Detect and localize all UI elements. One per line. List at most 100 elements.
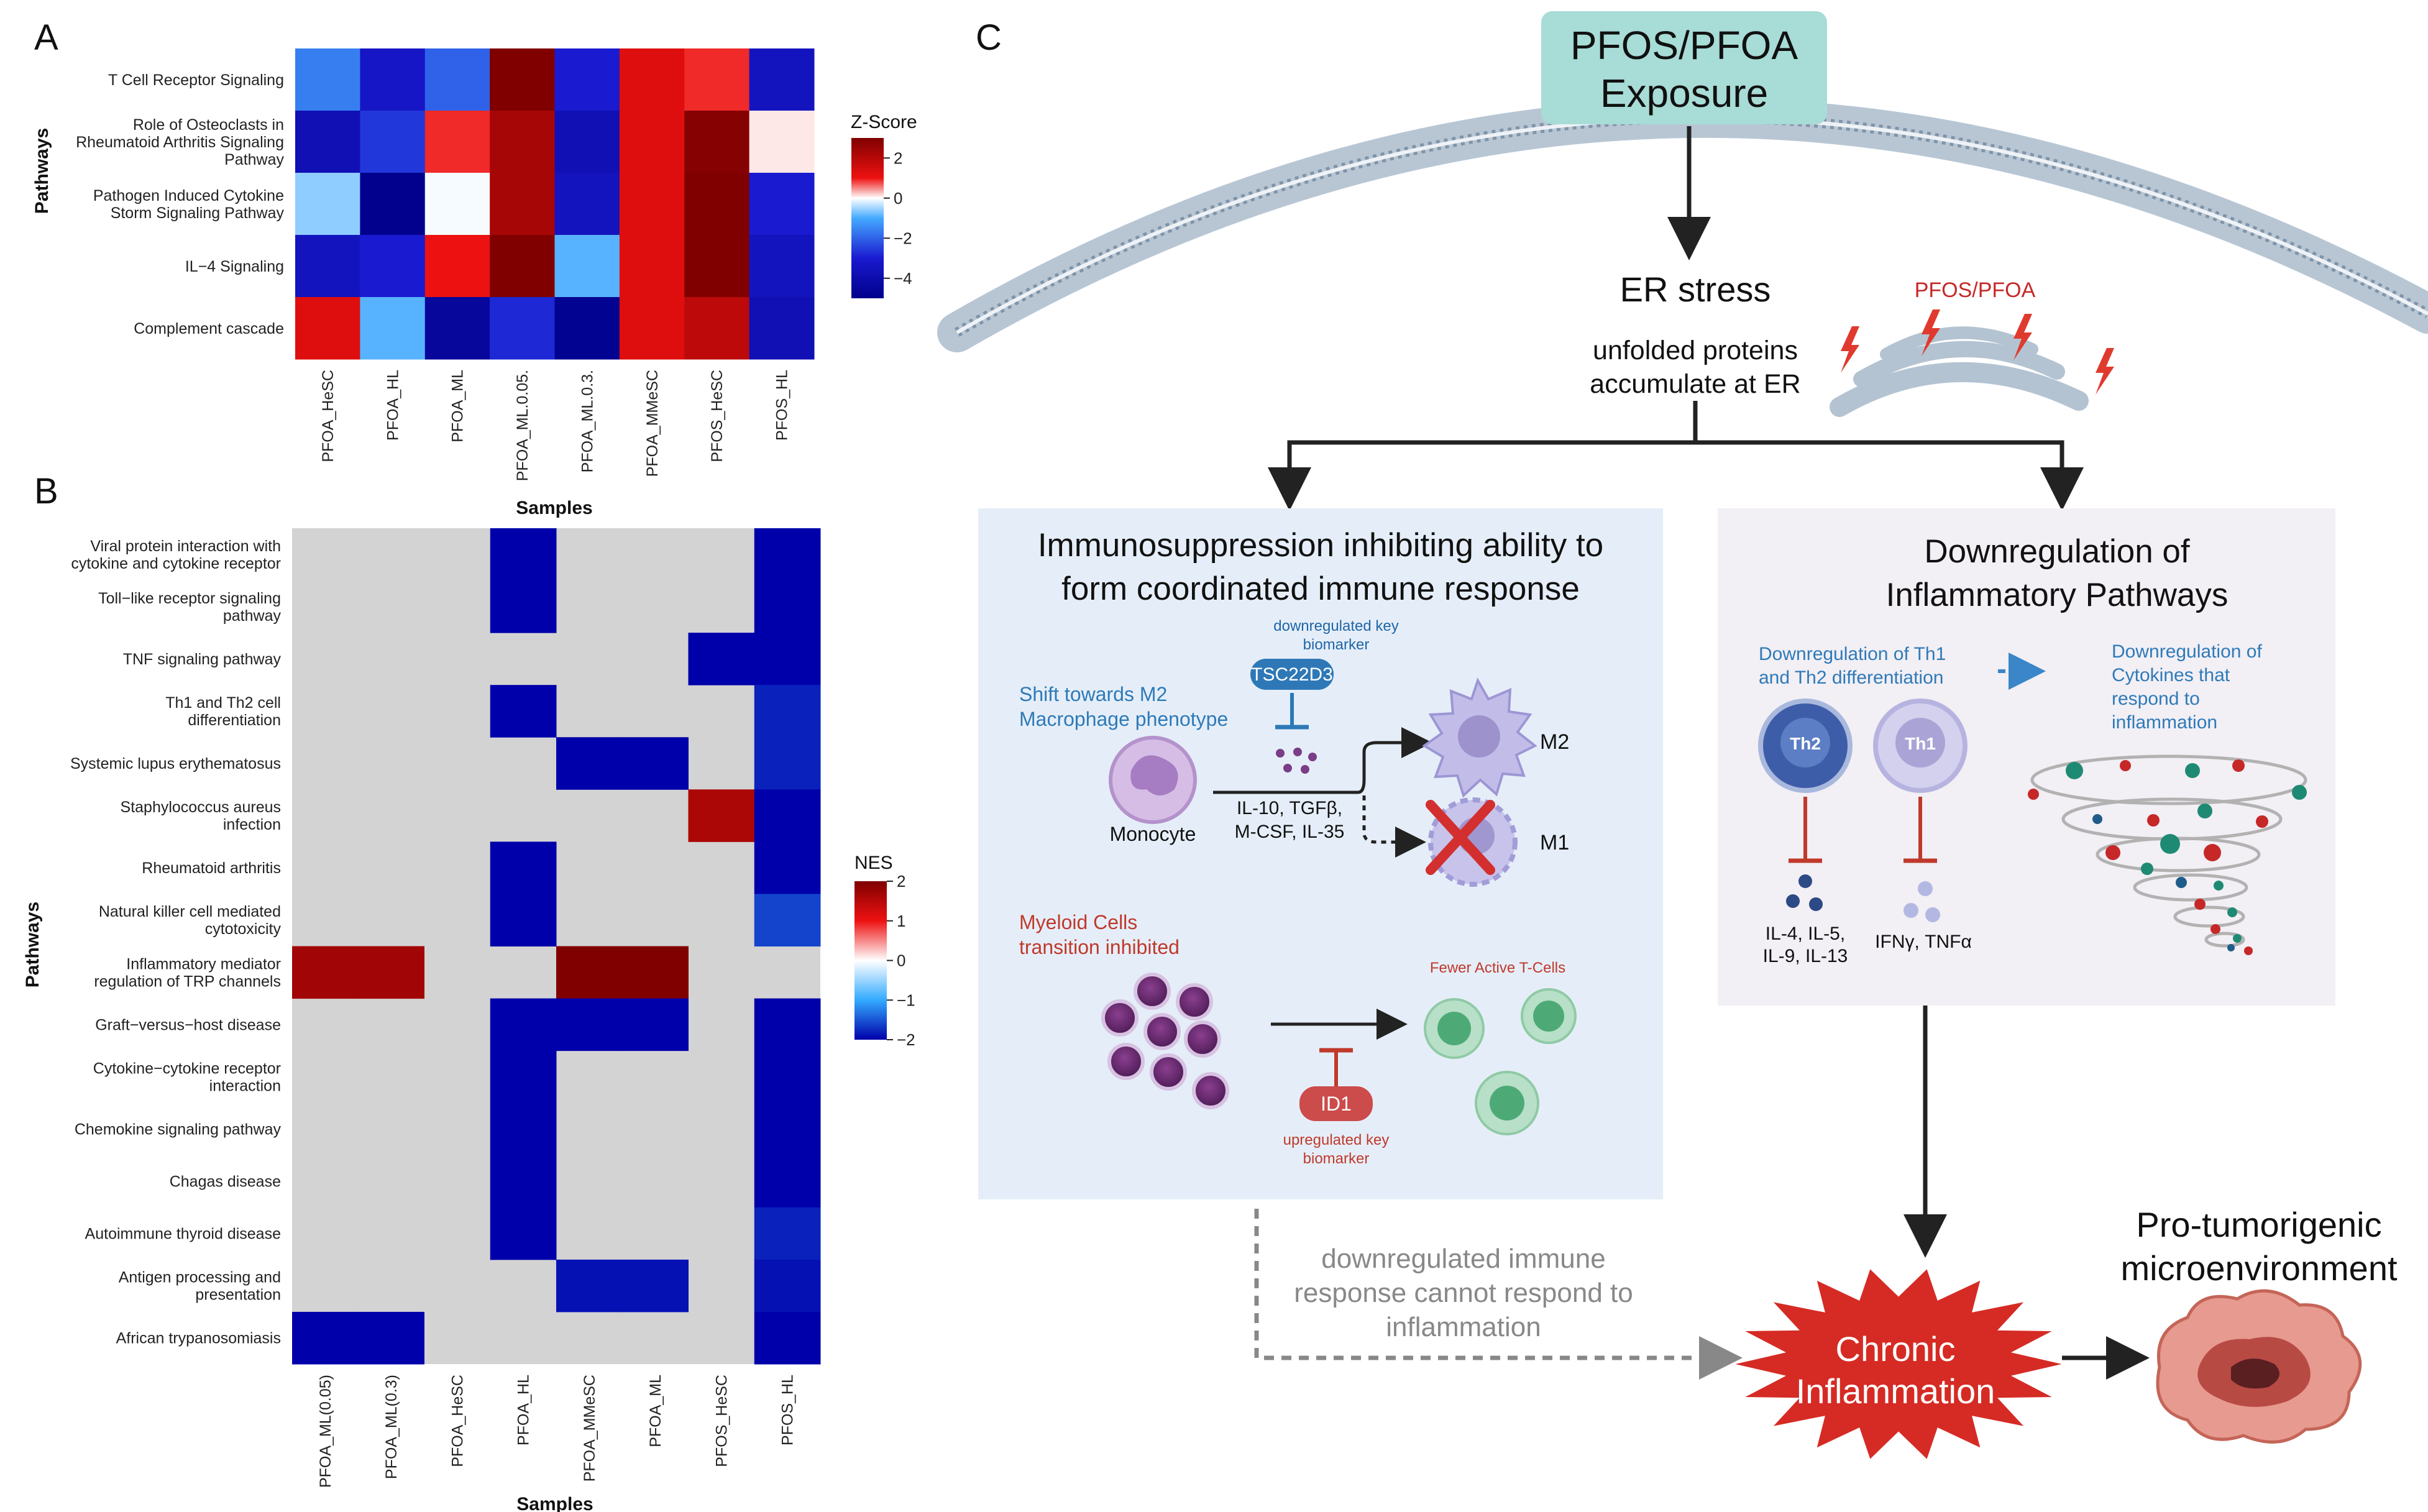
th2-cell-icon [1758, 699, 1853, 793]
panel-a-letter: A [34, 17, 58, 58]
row-label: Pathway [224, 151, 284, 168]
row-label: Autoimmune thyroid disease [85, 1226, 281, 1243]
heatmap-cell [424, 173, 490, 236]
heatmap-cell [619, 297, 685, 360]
heatmap-cell [622, 1259, 689, 1313]
heatmap-cell [749, 48, 815, 111]
down-response-line1: downregulated immune [1321, 1244, 1605, 1274]
heatmap-cell [688, 633, 755, 685]
heatmap-cell [490, 1155, 557, 1208]
panel-a-colorbar-ticks: 20−2−4 [884, 149, 912, 288]
heatmap-cell [684, 111, 750, 173]
panel-b-cells [292, 528, 821, 1365]
column-label: PFOA_MMeSC [644, 370, 661, 477]
cytokines-line2: M-CSF, IL-35 [1235, 822, 1345, 842]
heatmap-cell [554, 111, 620, 173]
row-label: pathway [223, 607, 282, 625]
cyto-down-line4: inflammation [2112, 712, 2217, 733]
column-label: PFOA_HL [384, 370, 401, 441]
myeloid-line2: transition inhibited [1019, 936, 1180, 958]
monocyte-label: Monocyte [1110, 823, 1196, 845]
heatmap-cell [754, 528, 821, 581]
row-label: Th1 and Th2 cell [165, 694, 281, 712]
heatmap-cell [490, 235, 555, 298]
heatmap-cell [554, 297, 620, 360]
heatmap-cell [619, 173, 685, 236]
heatmap-cell [749, 235, 815, 298]
column-label: PFOA_HeSC [449, 1375, 466, 1467]
panel-a-colorbar [851, 138, 884, 298]
row-label: African trypanosomiasis [116, 1330, 281, 1347]
unfolded-proteins-line1: unfolded proteins [1593, 336, 1798, 365]
row-label: Systemic lupus erythematosus [70, 755, 281, 772]
heatmap-cell [424, 111, 490, 173]
cyto-down-line3: respond to [2112, 689, 2200, 709]
row-label: infection [223, 816, 281, 833]
heatmap-cell [295, 297, 360, 360]
heatmap-cell [754, 1102, 821, 1156]
unfolded-proteins-line2: accumulate at ER [1590, 369, 1800, 399]
biomarker-up-line2: biomarker [1303, 1150, 1370, 1167]
down-response-line2: response cannot respond to [1294, 1278, 1633, 1308]
heatmap-cell [490, 173, 555, 236]
heatmap-cell [754, 841, 821, 894]
column-label: PFOA_HeSC [319, 370, 337, 462]
heatmap-cell [360, 235, 426, 298]
protumor-line1: Pro-tumorigenic [2136, 1205, 2381, 1244]
heatmap-cell [749, 173, 815, 236]
colorbar-tick-label: −2 [897, 1030, 915, 1049]
cyto-down-line2: Cytokines that [2112, 665, 2230, 685]
heatmap-cell [749, 297, 815, 360]
heatmap-cell [360, 111, 426, 173]
heatmap-cell [619, 235, 685, 298]
panel-b-letter: B [34, 471, 58, 511]
heatmap-cell [490, 841, 557, 894]
panel-a-legend-title: Z-Score [851, 112, 917, 132]
inflammatory-title-line2: Inflammatory Pathways [1886, 577, 2229, 613]
colorbar-tick-label: 2 [897, 872, 905, 891]
biomarker-down-line1: downregulated key [1273, 618, 1398, 635]
heatmap-cell [754, 633, 821, 685]
lightning-bolt-icons [1841, 309, 2114, 395]
row-label: Chagas disease [170, 1173, 281, 1191]
column-label: PFOA_ML [449, 370, 467, 442]
heatmap-cell [754, 580, 821, 633]
tsc22d3-badge [1250, 659, 1334, 690]
endoplasmic-reticulum-icon [1830, 326, 2089, 417]
row-label: Antigen processing and [119, 1269, 281, 1286]
exposure-box [1541, 11, 1827, 124]
panel-b-y-axis-title: Pathways [22, 902, 43, 987]
panel-a-y-axis-title: Pathways [32, 128, 52, 214]
column-label: PFOA_ML(0.05) [317, 1375, 334, 1488]
row-label: Rheumatoid arthritis [142, 859, 281, 877]
heatmap-cell [490, 1102, 557, 1156]
heatmap-cell [554, 235, 620, 298]
heatmap-cell [295, 235, 360, 298]
heatmap-cell [684, 173, 750, 236]
heatmap-cell [754, 1311, 821, 1365]
row-label: Cytokine−cytokine receptor [93, 1060, 281, 1077]
row-label: IL−4 Signaling [185, 258, 284, 275]
colorbar-tick-label: 1 [897, 912, 905, 930]
heatmap-cell [554, 173, 620, 236]
panel-b-colorbar [854, 881, 887, 1040]
chronic-line1: Chronic [1836, 1329, 1956, 1368]
column-label: PFOS_HeSC [708, 370, 726, 462]
t-cells-icon [1424, 988, 1577, 1135]
arrow-to-m2 [1213, 727, 1432, 794]
exposure-label-line1: PFOS/PFOA [1570, 23, 1798, 68]
panel-c-letter: C [976, 17, 1002, 58]
heatmap-cell [490, 998, 557, 1052]
down-response-line3: inflammation [1386, 1312, 1541, 1342]
immunosuppression-title-line1: Immunosuppression inhibiting ability to [1038, 527, 1603, 564]
heatmap-cell [424, 235, 490, 298]
th2-label: Th2 [1790, 734, 1821, 753]
th1-label: Th1 [1905, 734, 1936, 753]
row-label: Storm Signaling Pathway [111, 204, 285, 222]
row-label: Inflammatory mediator [126, 955, 281, 973]
heatmap-cell [619, 111, 685, 173]
colorbar-tick-label: −4 [894, 269, 912, 288]
heatmap-cell [754, 1155, 821, 1208]
